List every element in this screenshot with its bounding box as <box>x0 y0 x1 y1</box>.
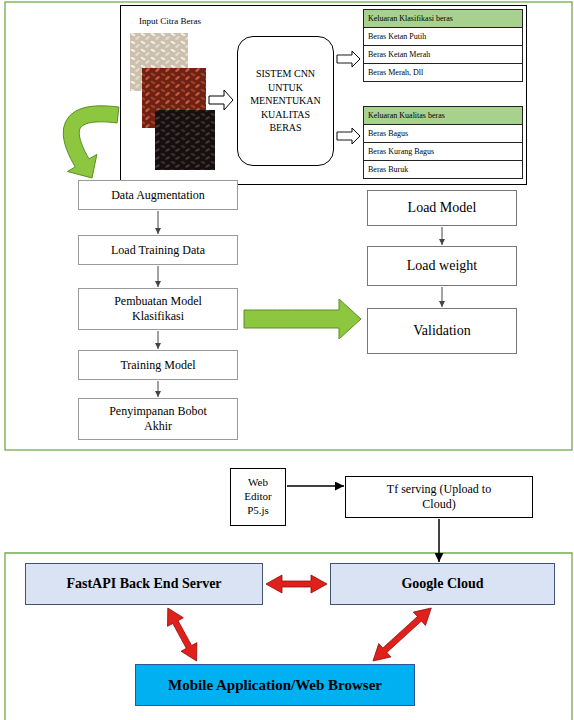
input-arrow <box>209 90 233 110</box>
table-cell: Keluaran Klasifikasi beras <box>363 9 523 28</box>
block-arrow <box>373 608 431 661</box>
section-frame <box>5 2 572 450</box>
process-box: Training Model <box>78 350 238 380</box>
table-cell: Beras Ketan Putih <box>363 27 523 46</box>
node-label: Input Citra Beras <box>139 16 201 26</box>
process-box: Load weight <box>367 246 517 286</box>
deploy-box: Tf serving (Upload to Cloud) <box>345 476 533 518</box>
table-cell: Beras Merah, Dll <box>363 63 523 82</box>
process-box: Load Model <box>367 190 517 226</box>
block-arrow <box>168 608 197 661</box>
table-cell: Beras Ketan Merah <box>363 45 523 64</box>
node-label: FastAPI Back End Server <box>66 575 221 593</box>
arrow-line <box>442 227 443 245</box>
node-label: Web Editor P5.js <box>235 476 281 517</box>
arrow-line <box>158 211 159 234</box>
arrow-line <box>158 381 159 397</box>
node-label: Load weight <box>407 257 477 275</box>
process-box: Data Augmentation <box>78 180 238 210</box>
tool-box: Web Editor P5.js <box>230 468 286 526</box>
block-arrow <box>337 128 360 144</box>
block-arrow <box>337 51 360 67</box>
node-label: Data Augmentation <box>111 188 205 203</box>
table-cell: Keluaran Kualitas beras <box>363 106 523 125</box>
node-label: Load Model <box>408 199 477 217</box>
node-label: SISTEM CNN UNTUK MENENTUKAN KUALITAS BER… <box>244 67 327 135</box>
node-label: Google Cloud <box>401 575 483 593</box>
node-label: Tf serving (Upload to Cloud) <box>384 482 494 512</box>
process-box: Load Training Data <box>78 235 238 265</box>
node-label: Training Model <box>120 358 195 373</box>
server-box: FastAPI Back End Server <box>25 563 263 605</box>
output-table: Keluaran Klasifikasi berasBeras Ketan Pu… <box>363 9 523 82</box>
cnn-system-box: SISTEM CNN UNTUK MENENTUKAN KUALITAS BER… <box>237 36 334 166</box>
process-box: Penyimpanan Bobot Akhir <box>78 398 238 440</box>
node-label: Mobile Application/Web Browser <box>168 676 382 695</box>
table-cell: Beras Kurang Bagus <box>363 142 523 161</box>
block-arrow <box>244 299 361 339</box>
system-frame: Input Citra BerasSISTEM CNN UNTUK MENENT… <box>120 5 527 185</box>
cloud-box: Google Cloud <box>330 563 555 605</box>
arrow-line <box>158 331 159 349</box>
node-label: Penyimpanan Bobot Akhir <box>103 404 213 434</box>
node-label: Load Training Data <box>111 243 205 258</box>
client-box: Mobile Application/Web Browser <box>135 664 415 706</box>
section-frame <box>5 553 572 720</box>
block-arrow <box>63 106 119 178</box>
arrow-line <box>442 287 443 307</box>
node-label: Pembuatan Model Klasifikasi <box>103 294 213 324</box>
node-label: Validation <box>413 322 471 340</box>
table-cell: Beras Buruk <box>363 160 523 179</box>
process-box: Validation <box>367 308 517 354</box>
arrow-line <box>158 266 159 287</box>
block-arrow <box>266 575 327 593</box>
table-cell: Beras Bagus <box>363 124 523 143</box>
process-box: Pembuatan Model Klasifikasi <box>78 288 238 330</box>
output-table: Keluaran Kualitas berasBeras BagusBeras … <box>363 106 523 179</box>
arrow-line <box>438 519 440 562</box>
arrow-line <box>287 485 344 487</box>
black-rice-photo <box>155 110 215 170</box>
